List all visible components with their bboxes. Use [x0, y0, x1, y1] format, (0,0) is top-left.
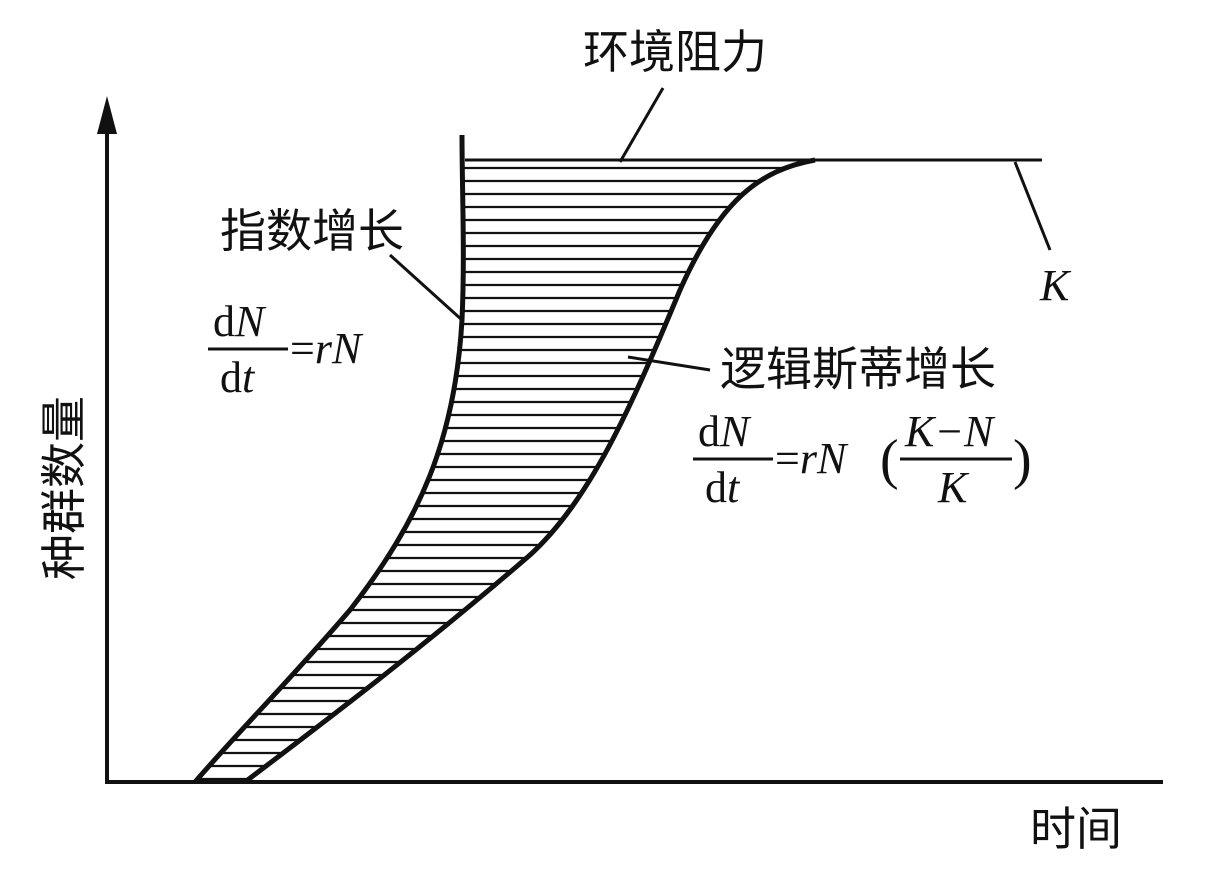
logistic-growth-curve — [243, 157, 816, 784]
exponential-growth-leader — [388, 253, 464, 322]
log-inner-denominator: K — [937, 463, 970, 512]
log-close-paren: ) — [1013, 429, 1032, 491]
log-equals: = — [775, 434, 800, 483]
svg-text:dt: dt — [705, 463, 741, 512]
log-num-var: N — [719, 407, 752, 456]
logistic-formula: dN dt =rN ( K−N K ) — [693, 407, 1032, 512]
environmental-resistance-leader — [618, 87, 665, 163]
logistic-growth-leader — [627, 355, 711, 372]
environmental-resistance-region — [195, 166, 815, 781]
exp-num-d: d — [213, 297, 235, 346]
y-axis-arrow-icon — [97, 96, 117, 134]
exponential-growth-label: 指数增长 — [220, 204, 404, 258]
exponential-growth-curve — [193, 134, 466, 784]
log-rhs-n: N — [816, 434, 849, 483]
exponential-formula: dN dt =rN — [208, 297, 364, 402]
exp-rhs-n: N — [331, 324, 364, 373]
svg-text:dN: dN — [698, 407, 752, 456]
x-axis-label: 时间 — [1030, 802, 1122, 856]
svg-text:=rN: =rN — [775, 434, 849, 483]
log-inner-numerator: K−N — [904, 407, 996, 456]
y-axis-label: 种群数量 — [37, 396, 91, 580]
exp-den-d: d — [220, 353, 242, 402]
svg-text:dN: dN — [213, 297, 267, 346]
log-den-d: d — [705, 463, 727, 512]
environmental-resistance-label: 环境阻力 — [583, 25, 767, 79]
y-axis — [97, 96, 117, 782]
log-num-d: d — [698, 407, 720, 456]
carrying-capacity-leader — [1013, 161, 1052, 251]
log-den-var: t — [727, 463, 741, 512]
logistic-growth-label: 逻辑斯蒂增长 — [720, 342, 996, 396]
log-open-paren: ( — [880, 429, 899, 491]
exp-rhs-r: r — [315, 324, 333, 373]
carrying-capacity-label: K — [1039, 261, 1072, 310]
exp-num-var: N — [234, 297, 267, 346]
svg-text:dt: dt — [220, 353, 256, 402]
log-rhs-r: r — [800, 434, 818, 483]
svg-text:=rN: =rN — [290, 324, 364, 373]
exp-den-var: t — [242, 353, 256, 402]
exp-equals: = — [290, 324, 315, 373]
